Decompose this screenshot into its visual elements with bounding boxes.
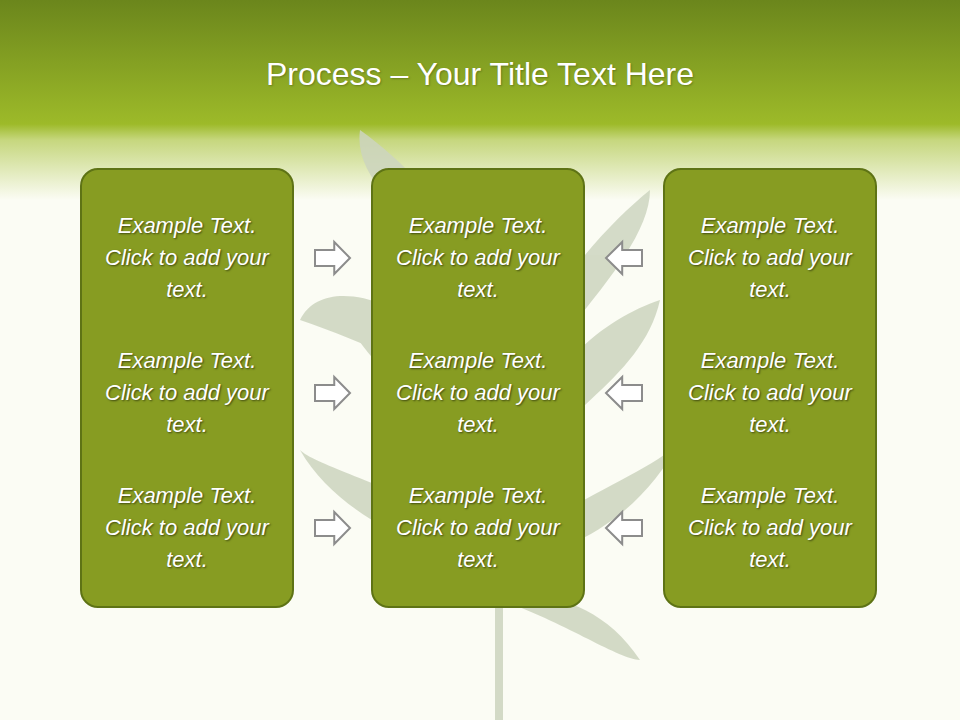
box-text: Example Text. Click to add your text. [393,345,563,441]
process-box: Example Text. Click to add your text. Exa… [80,168,294,608]
box-text: Example Text. Click to add your text. [102,345,272,441]
block-arrow [606,377,642,409]
slide-title: Process – Your Title Text Here [0,52,960,96]
box-text: Example Text. Click to add your text. [685,480,855,576]
box-text: Example Text. Click to add your text. [102,210,272,306]
block-arrow [606,512,642,544]
box-text: Example Text. Click to add your text. [685,210,855,306]
process-box: Example Text. Click to add your text. Exa… [663,168,877,608]
block-arrow [315,377,350,409]
box-text: Example Text. Click to add your text. [393,210,563,306]
box-text: Example Text. Click to add your text. [393,480,563,576]
process-box: Example Text. Click to add your text. Exa… [371,168,585,608]
block-arrow [315,242,350,274]
block-arrow [606,242,642,274]
box-text: Example Text. Click to add your text. [102,480,272,576]
plant-illustration [300,130,680,720]
block-arrow [315,512,350,544]
box-text: Example Text. Click to add your text. [685,345,855,441]
